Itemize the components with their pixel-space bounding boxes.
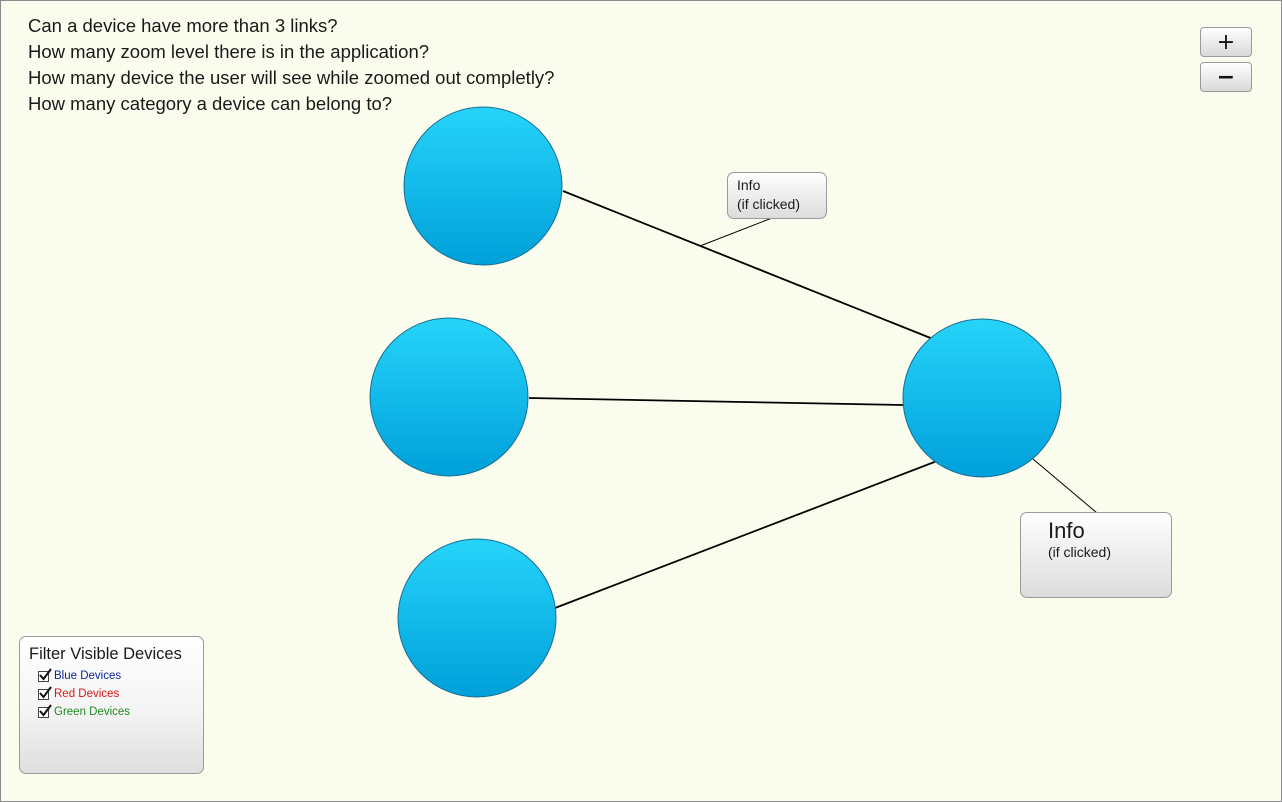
blue-devices-label: Blue Devices bbox=[54, 670, 122, 682]
blue-devices-checkbox[interactable] bbox=[38, 667, 52, 682]
device-node-bottom[interactable] bbox=[397, 538, 557, 698]
checkmark-icon bbox=[39, 667, 52, 681]
info-large-leader bbox=[1032, 458, 1098, 514]
red-devices-checkbox[interactable] bbox=[38, 685, 52, 700]
filter-panel: Filter Visible Devices Blue Devices Red … bbox=[19, 636, 204, 774]
link-top-to-hub[interactable] bbox=[562, 190, 934, 340]
link-info-title: Info bbox=[737, 177, 761, 193]
question-2: How many zoom level there is in the appl… bbox=[28, 41, 430, 62]
filter-red-devices[interactable]: Red Devices bbox=[38, 685, 203, 703]
filter-green-devices[interactable]: Green Devices bbox=[38, 703, 203, 721]
green-devices-label: Green Devices bbox=[54, 706, 131, 718]
question-3: How many device the user will see while … bbox=[28, 67, 555, 88]
link-middle-to-hub[interactable] bbox=[528, 397, 904, 406]
zoom-out-button[interactable]: − bbox=[1200, 62, 1252, 92]
green-devices-checkbox[interactable] bbox=[38, 703, 52, 718]
device-info-title: Info bbox=[1048, 518, 1085, 543]
question-list: Can a device have more than 3 links? How… bbox=[28, 13, 554, 117]
zoom-in-button[interactable]: + bbox=[1200, 27, 1252, 57]
link-info-subtitle: (if clicked) bbox=[737, 196, 801, 212]
filter-title: Filter Visible Devices bbox=[29, 645, 182, 663]
filter-blue-devices[interactable]: Blue Devices bbox=[38, 667, 203, 685]
device-info-subtitle: (if clicked) bbox=[1048, 544, 1112, 560]
checkmark-icon bbox=[39, 685, 52, 699]
checkmark-icon bbox=[39, 703, 52, 717]
question-4: How many category a device can belong to… bbox=[28, 93, 393, 114]
link-info-popup[interactable]: Info (if clicked) bbox=[727, 172, 827, 219]
red-devices-label: Red Devices bbox=[54, 688, 120, 700]
device-node-top[interactable] bbox=[403, 106, 563, 266]
link-bottom-to-hub[interactable] bbox=[554, 460, 938, 609]
question-1: Can a device have more than 3 links? bbox=[28, 15, 338, 36]
device-node-hub[interactable] bbox=[902, 318, 1062, 478]
device-info-popup[interactable]: Info (if clicked) bbox=[1020, 512, 1172, 598]
device-node-middle[interactable] bbox=[369, 317, 529, 477]
info-small-leader bbox=[699, 217, 773, 247]
